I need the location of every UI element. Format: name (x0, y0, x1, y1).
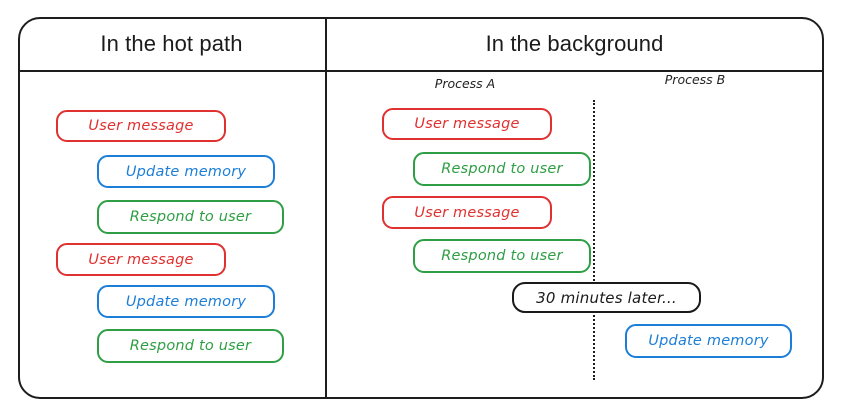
note-box-time-gap[interactable]: 30 minutes later... (512, 282, 701, 313)
note-box-label: Respond to user (441, 161, 563, 177)
note-box-label: Update memory (125, 293, 247, 310)
note-box-label: Respond to user (441, 248, 563, 264)
note-box-label: Update memory (648, 333, 769, 349)
column-divider (325, 17, 327, 399)
process-b-label: Process B (664, 72, 726, 87)
note-box-label: Update memory (125, 163, 247, 180)
note-box-label: User message (414, 116, 520, 132)
note-box-update-memory[interactable]: Update memory (97, 285, 275, 318)
note-box-label: Respond to user (129, 338, 252, 354)
note-box-label: User message (88, 251, 194, 268)
note-box-update-memory[interactable]: Update memory (625, 324, 792, 358)
note-box-user-message[interactable]: User message (56, 243, 226, 276)
note-box-user-message[interactable]: User message (56, 110, 226, 142)
header-divider-rule (18, 70, 824, 72)
note-box-respond-to-user[interactable]: Respond to user (97, 329, 284, 363)
note-box-label: Respond to user (129, 209, 252, 225)
process-separator-dotted-line (593, 100, 595, 380)
panel-title-hot-path: In the hot path (100, 31, 243, 56)
note-box-user-message[interactable]: User message (382, 108, 552, 140)
note-box-respond-to-user[interactable]: Respond to user (413, 239, 591, 273)
note-box-label: User message (88, 118, 194, 134)
note-box-label: User message (414, 204, 520, 221)
note-box-update-memory[interactable]: Update memory (97, 155, 275, 188)
note-box-label: 30 minutes later... (536, 288, 677, 307)
note-box-respond-to-user[interactable]: Respond to user (413, 152, 591, 186)
note-box-respond-to-user[interactable]: Respond to user (97, 200, 284, 234)
note-box-user-message[interactable]: User message (382, 196, 552, 229)
panel-title-background: In the background (485, 31, 664, 56)
process-a-label: Process A (434, 76, 496, 91)
